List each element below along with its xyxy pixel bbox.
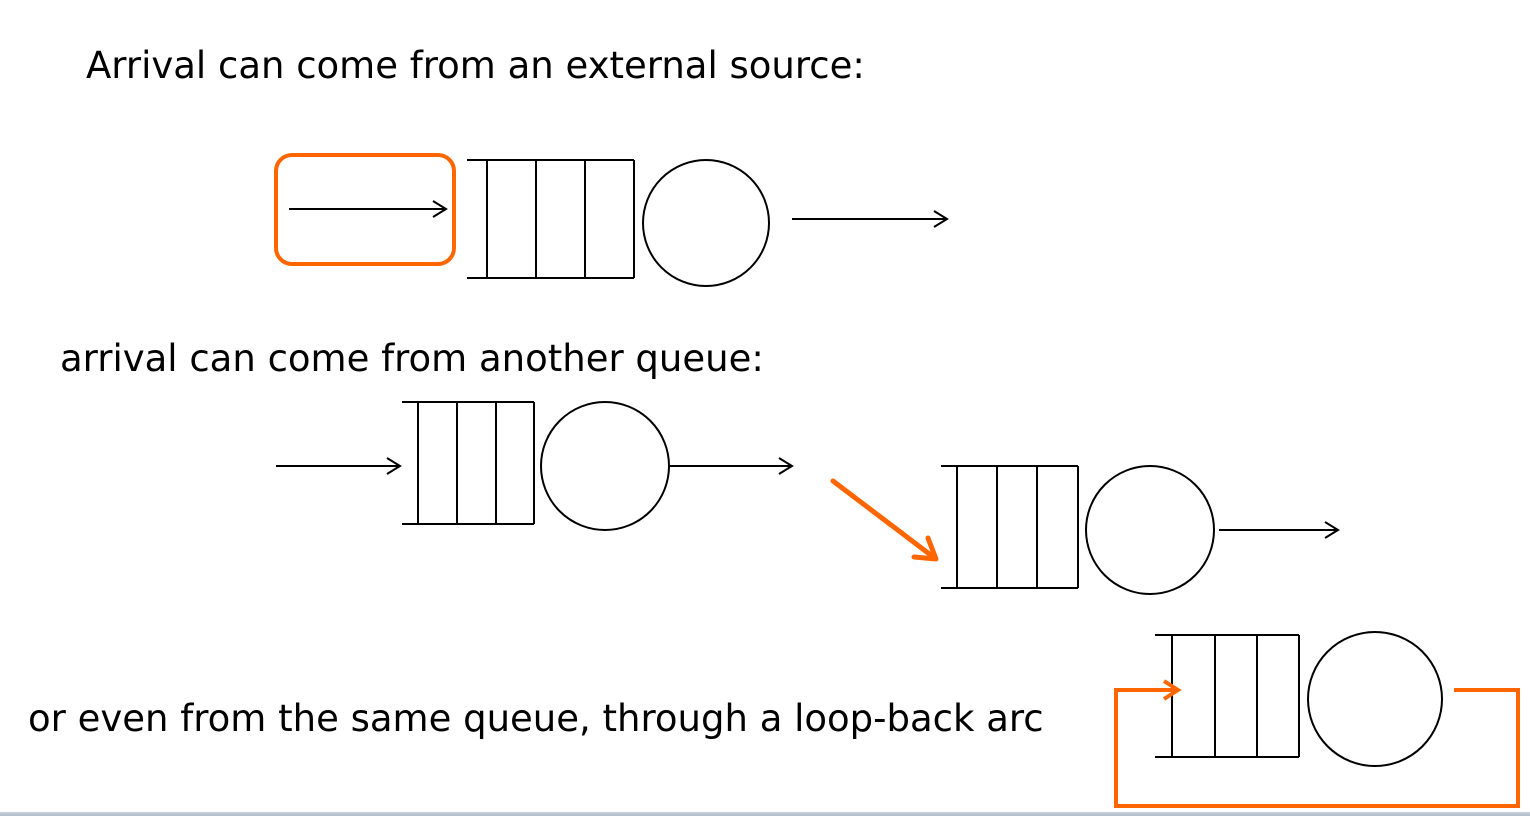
- external-source-highlight: [274, 153, 456, 266]
- caption-another-queue: arrival can come from another queue:: [60, 337, 764, 380]
- loop-back-arc: [1114, 679, 1520, 808]
- first-arrival-arrow: [276, 457, 402, 475]
- slide-footer-rule: [0, 812, 1530, 816]
- departure-arrow: [792, 210, 949, 228]
- tandem-arrival-example: [276, 401, 1340, 595]
- first-server-circle: [540, 401, 670, 531]
- queue-buffer: [467, 159, 635, 279]
- external-arrival-example: [274, 153, 949, 287]
- caption-external-source: Arrival can come from an external source…: [86, 44, 865, 87]
- first-queue-buffer: [402, 401, 535, 525]
- second-server-circle: [1085, 465, 1215, 595]
- second-queue-buffer: [941, 465, 1079, 589]
- loop-server-circle: [1307, 631, 1443, 767]
- inter-queue-highlight-arrow: [830, 478, 939, 562]
- loop-back-example: [1114, 631, 1520, 808]
- caption-loop-back: or even from the same queue, through a l…: [28, 697, 1044, 740]
- external-arrival-arrow: [289, 200, 448, 218]
- server-circle: [642, 159, 770, 287]
- loop-queue-buffer: [1155, 634, 1300, 758]
- first-departure-arrow: [669, 457, 794, 475]
- second-departure-arrow: [1219, 521, 1340, 539]
